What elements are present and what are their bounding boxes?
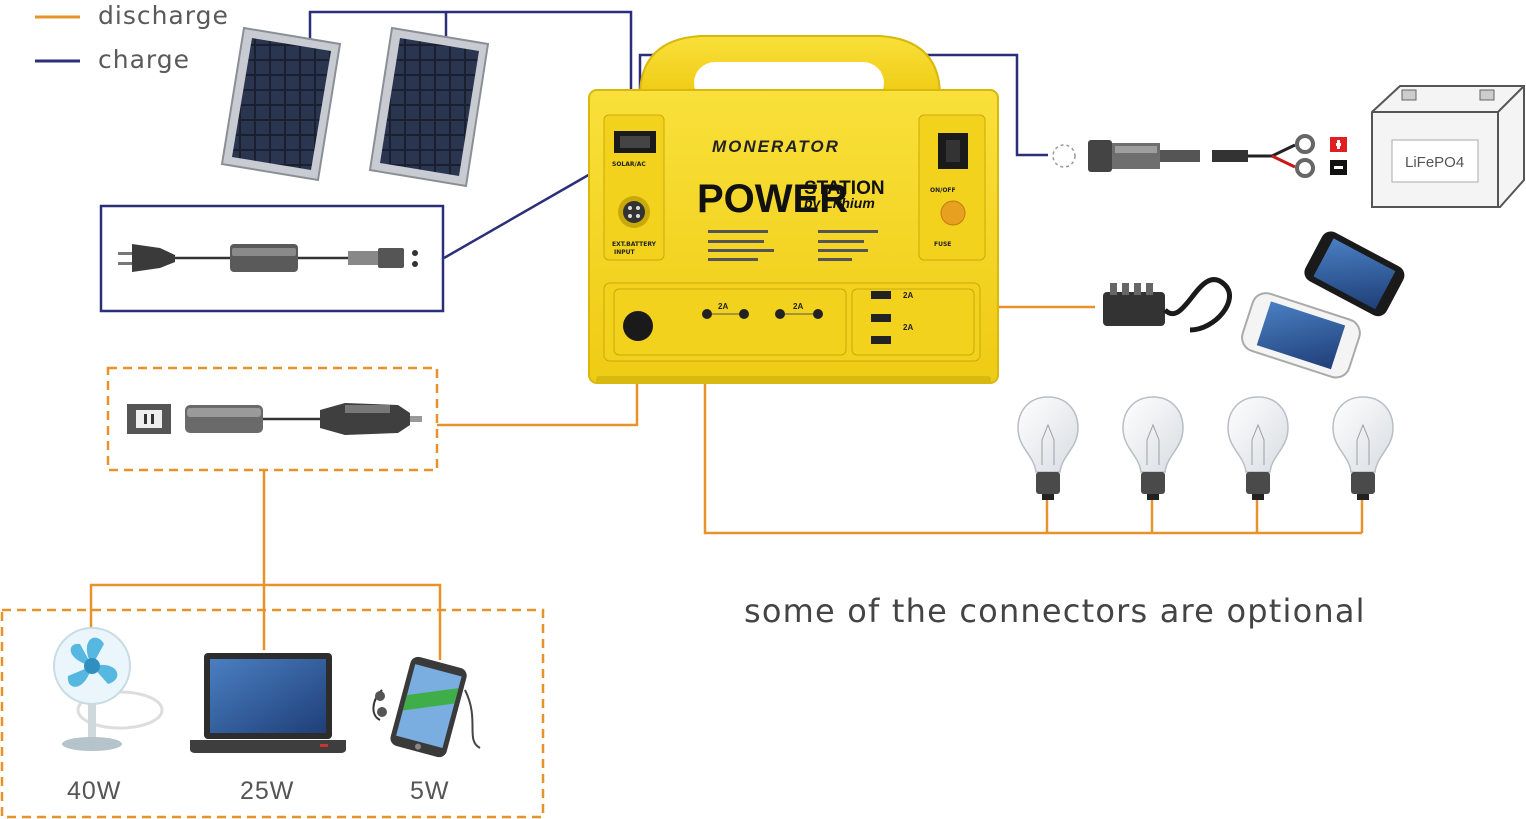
device-spec-text (708, 230, 878, 261)
svg-text:2A: 2A (718, 302, 728, 311)
battery-icon: LiFePO4 (1371, 85, 1525, 208)
light-bulbs (1017, 396, 1394, 500)
input-panel: SOLAR/AC EXT.BATTERY INPUT (603, 114, 665, 261)
dc-connector-icon (348, 248, 418, 268)
legend: discharge charge (35, 1, 229, 74)
power-station-device: SOLAR/AC EXT.BATTERY INPUT MONERATOR POW… (588, 35, 999, 384)
device-title-main: POWER (697, 177, 848, 221)
bulb-bus-wire (703, 318, 1362, 535)
battery-cable-icon (1052, 134, 1347, 178)
svg-text:SOLAR/AC: SOLAR/AC (612, 161, 646, 168)
device-title-by: by Lithium (804, 195, 875, 211)
light-bulb-icon (1017, 396, 1079, 500)
smartphone-icon (1241, 292, 1361, 379)
svg-text:2A: 2A (793, 302, 803, 311)
device-brand: MONERATOR (712, 137, 840, 156)
solar-wire (308, 10, 633, 140)
dc-output-2: 2A (775, 302, 823, 319)
car-charger-group (106, 366, 439, 472)
solar-panel-icon (368, 26, 490, 188)
discharge-wires (89, 305, 1364, 660)
svg-text:INPUT: INPUT (614, 249, 636, 256)
svg-text:EXT.BATTERY: EXT.BATTERY (612, 241, 657, 248)
load-power-phone: 5W (410, 777, 450, 805)
device-title-sub: STATION (804, 178, 885, 199)
inverter-icon (185, 405, 320, 433)
load-power-laptop: 25W (240, 777, 294, 805)
legend-discharge-label: discharge (98, 1, 229, 30)
battery-wire (638, 53, 1048, 157)
output-panel: 2A 2A 2A 2A (603, 282, 981, 362)
battery-label: LiFePO4 (1405, 154, 1464, 171)
svg-text:2A: 2A (903, 291, 913, 300)
fuse-holder (940, 200, 966, 226)
light-bulb-icon (1122, 396, 1184, 500)
svg-text:ON/OFF: ON/OFF (930, 187, 956, 194)
light-bulb-icon (1227, 396, 1289, 500)
loads-group: 40W 25W 5W (0, 608, 545, 819)
car-plug-icon (320, 403, 422, 435)
smartphone-icon (1304, 231, 1405, 317)
fan-icon (53, 627, 164, 751)
car-socket-output (623, 311, 653, 341)
svg-text:2A: 2A (903, 323, 913, 332)
dc-output-1: 2A (702, 302, 749, 319)
socket-icon (127, 404, 171, 434)
plug-icon (118, 244, 230, 272)
light-bulb-icon (1332, 396, 1394, 500)
control-panel: ON/OFF FUSE (918, 114, 986, 261)
usb-cable-icon (1103, 277, 1233, 333)
ac-adapter-group (99, 204, 445, 313)
power-brick-icon (230, 244, 348, 272)
usb-ports: 2A 2A (871, 291, 913, 344)
load-power-fan: 40W (67, 777, 121, 805)
svg-text:FUSE: FUSE (934, 241, 951, 248)
optional-note: some of the connectors are optional (744, 592, 1366, 630)
load-bus-wire (89, 583, 442, 660)
phone-icon (372, 656, 481, 758)
solar-panel-icon (220, 26, 342, 182)
legend-charge-label: charge (98, 45, 190, 74)
laptop-icon (190, 653, 346, 753)
